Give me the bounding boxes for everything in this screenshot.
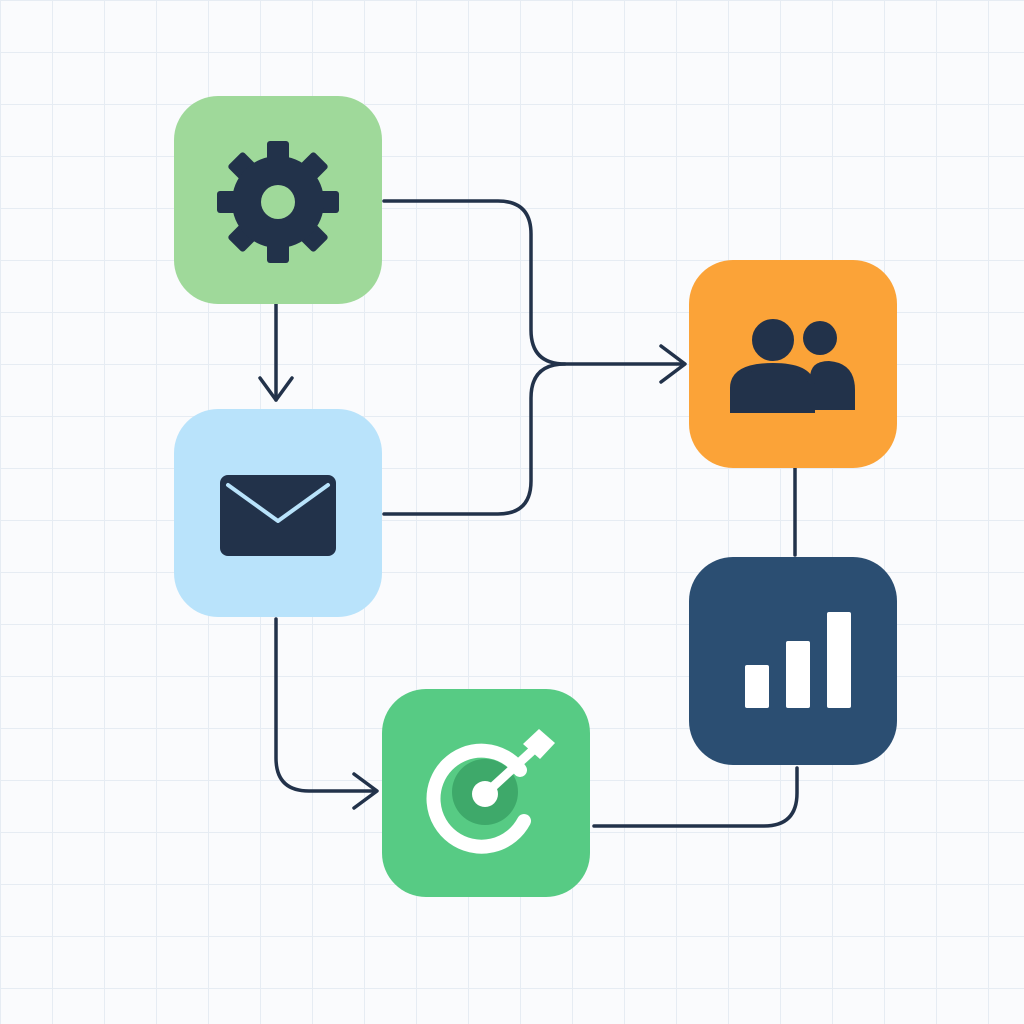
arrowhead-gear-to-mail [258,376,294,402]
bar-1 [745,665,769,708]
target-icon [426,729,555,854]
node-team[interactable] [689,260,897,468]
node-mail[interactable] [174,409,382,617]
envelope-icon [220,475,336,556]
connector-gear-to-team [382,199,686,366]
bar-2 [786,641,810,708]
bar-3 [827,612,851,708]
arrowhead-to-goal [352,772,379,810]
people-icon [730,319,855,413]
connector-goal-to-chart [592,766,799,828]
bar-chart-icon [745,612,851,708]
arrowhead-to-team [659,344,687,384]
connector-mail-to-goal [274,617,378,793]
gear-icon [217,141,339,263]
node-goal[interactable] [382,689,590,897]
node-gear[interactable] [174,96,382,304]
node-chart[interactable] [689,557,897,765]
connector-mail-to-team [382,362,567,516]
